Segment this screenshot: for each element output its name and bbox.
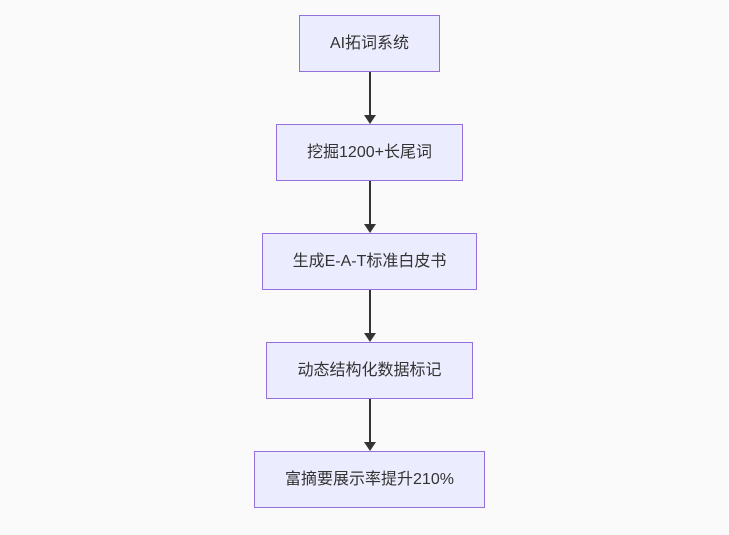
flow-node-E: 富摘要展示率提升210% <box>254 451 485 508</box>
edge-line <box>368 290 371 333</box>
flow-node-label: 富摘要展示率提升210% <box>285 470 454 488</box>
flow-node-C: 生成E-A-T标准白皮书 <box>261 233 478 290</box>
flow-node-A: AI拓词系统 <box>298 15 441 72</box>
edge-line <box>368 399 371 442</box>
flow-node-B: 挖掘1200+长尾词 <box>276 124 463 181</box>
arrowhead-down-icon <box>363 442 376 451</box>
flow-node-label: 生成E-A-T标准白皮书 <box>292 252 447 270</box>
arrowhead-down-icon <box>363 333 376 342</box>
edge-line <box>368 181 371 224</box>
edge-line <box>368 72 371 115</box>
flow-node-D: 动态结构化数据标记 <box>266 342 473 399</box>
flow-edge-B-C <box>363 181 376 233</box>
flow-edge-A-B <box>363 72 376 124</box>
flow-node-label: 动态结构化数据标记 <box>297 361 442 379</box>
flow-node-label: 挖掘1200+长尾词 <box>307 143 432 161</box>
flow-node-label: AI拓词系统 <box>329 34 410 52</box>
arrowhead-down-icon <box>363 115 376 124</box>
arrowhead-down-icon <box>363 224 376 233</box>
flow-edge-D-E <box>363 399 376 451</box>
flowchart: AI拓词系统挖掘1200+长尾词生成E-A-T标准白皮书动态结构化数据标记富摘要… <box>5 0 729 508</box>
flow-edge-C-D <box>363 290 376 342</box>
